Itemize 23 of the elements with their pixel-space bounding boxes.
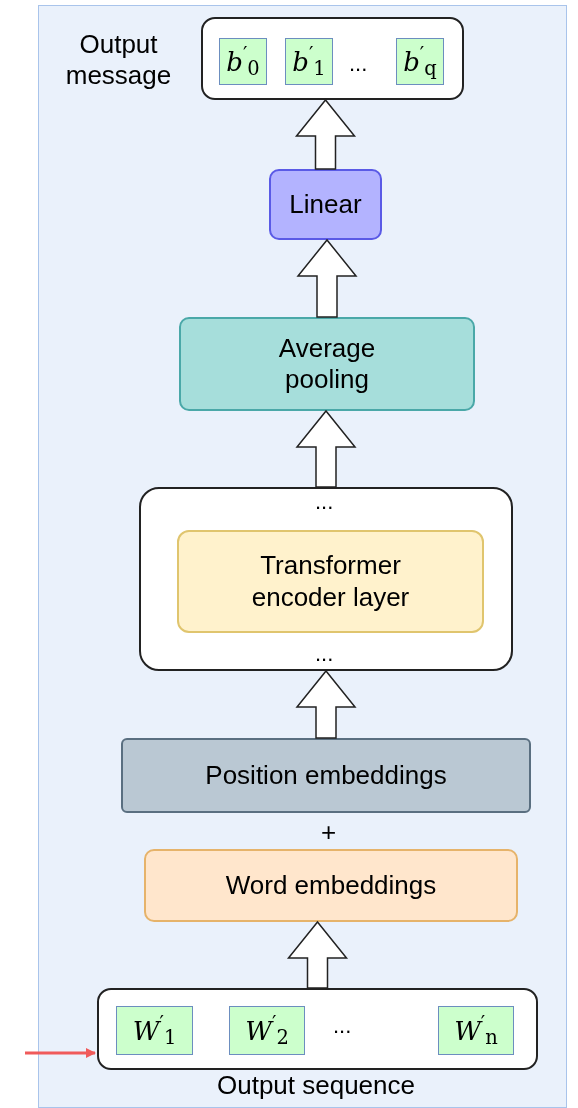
ellipsis: ... <box>315 643 334 665</box>
block-arrow <box>295 409 357 488</box>
process-box <box>144 849 518 922</box>
process-box <box>179 317 475 411</box>
block-arrow <box>294 98 357 170</box>
process-box <box>177 530 484 633</box>
box-label: Word embeddings <box>224 869 438 902</box>
box-label: Average pooling <box>277 332 377 396</box>
box-label: Transformer encoder layer <box>250 550 411 613</box>
node-label: Output message <box>64 29 173 92</box>
box-label: Position embeddings <box>204 759 448 792</box>
ellipsis: ... <box>315 491 334 513</box>
process-box <box>269 169 382 240</box>
process-box <box>121 738 531 813</box>
block-arrow <box>295 669 357 739</box>
plus-sign: + <box>321 819 337 845</box>
encoder-stack-box <box>139 487 513 671</box>
block-arrow <box>296 238 358 318</box>
box-label: Linear <box>288 188 363 221</box>
ellipsis: ... <box>333 1015 352 1037</box>
node-label: Output sequence <box>215 1070 416 1102</box>
block-arrow <box>286 920 349 989</box>
ellipsis: ... <box>349 53 368 75</box>
